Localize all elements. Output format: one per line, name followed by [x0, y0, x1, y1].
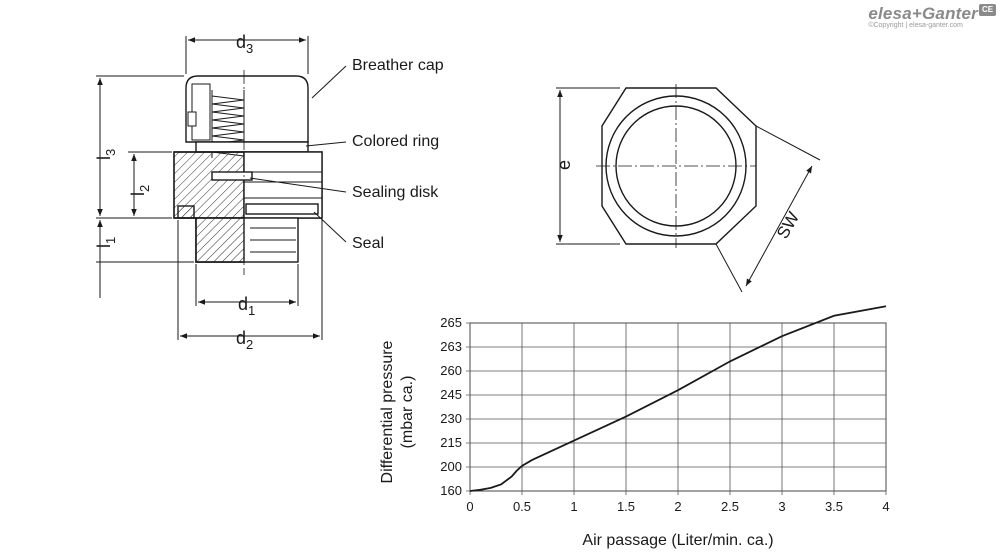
chart-x-tick-label: 3	[778, 499, 785, 514]
brand-name: elesa+Ganter	[868, 4, 978, 23]
ce-badge: CE	[979, 4, 996, 16]
seal-shape	[245, 203, 319, 215]
colored-ring-shape	[195, 141, 309, 153]
dim-sw: SW	[773, 209, 803, 242]
chart-x-tick-label: 1.5	[617, 499, 635, 514]
chart-y-tick-label: 260	[440, 363, 462, 378]
dim-l3: l3	[94, 149, 118, 160]
chart-x-tick-label: 0	[466, 499, 473, 514]
dim-l2: l2	[128, 185, 152, 196]
chart-y-label-line2: (mbar ca.)	[399, 376, 416, 449]
side-dimension-lines	[96, 36, 347, 340]
chart-y-tick-label: 263	[440, 339, 462, 354]
chart-x-label: Air passage (Liter/min. ca.)	[582, 532, 773, 549]
label-breather-cap: Breather cap	[352, 57, 444, 74]
sealing-disk-shape	[211, 171, 253, 181]
chart-y-tick-label: 215	[440, 435, 462, 450]
dim-d2: d2	[236, 328, 253, 352]
side-labels: Breather cap Colored ring Sealing disk S…	[94, 32, 444, 352]
chart-x-tick-label: 2.5	[721, 499, 739, 514]
breather-cap-shape	[185, 75, 309, 143]
label-colored-ring: Colored ring	[352, 133, 439, 150]
brand-copyright: ©Copyright | elesa-ganter.com	[868, 22, 963, 29]
chart-x-tick-label: 3.5	[825, 499, 843, 514]
dim-l1: l1	[94, 237, 118, 248]
chart-y-tick-label: 245	[440, 387, 462, 402]
chart-x-tick-label: 4	[882, 499, 889, 514]
breather-top-view	[556, 84, 821, 293]
chart-series-line	[469, 305, 887, 492]
breather-side-view	[173, 70, 323, 275]
dim-e: e	[554, 160, 574, 170]
chart-x-tick-label: 2	[674, 499, 681, 514]
chart-y-ticks: 160 200 215 230 245 260 263 265	[440, 315, 462, 498]
brand-logo: elesa+Ganter ©Copyright | elesa-ganter.c…	[868, 4, 978, 29]
pressure-chart: 0 0.5 1 1.5 2 2.5 3 3.5 4 160 200 215 230 245 260 263 2…	[379, 305, 890, 549]
chart-y-tick-label: 265	[440, 315, 462, 330]
chart-y-label-line1: Differential pressure	[379, 340, 396, 483]
chart-x-tick-label: 0.5	[513, 499, 531, 514]
chart-x-ticks: 0 0.5 1 1.5 2 2.5 3 3.5 4	[466, 499, 889, 514]
chart-grid	[466, 322, 887, 495]
chart-x-tick-label: 1	[570, 499, 577, 514]
dim-d3: d3	[236, 32, 253, 56]
label-sealing-disk: Sealing disk	[352, 184, 439, 201]
dim-d1: d1	[238, 294, 255, 318]
chart-y-tick-label: 200	[440, 459, 462, 474]
chart-y-tick-label: 160	[440, 483, 462, 498]
chart-y-tick-label: 230	[440, 411, 462, 426]
label-seal: Seal	[352, 235, 384, 252]
